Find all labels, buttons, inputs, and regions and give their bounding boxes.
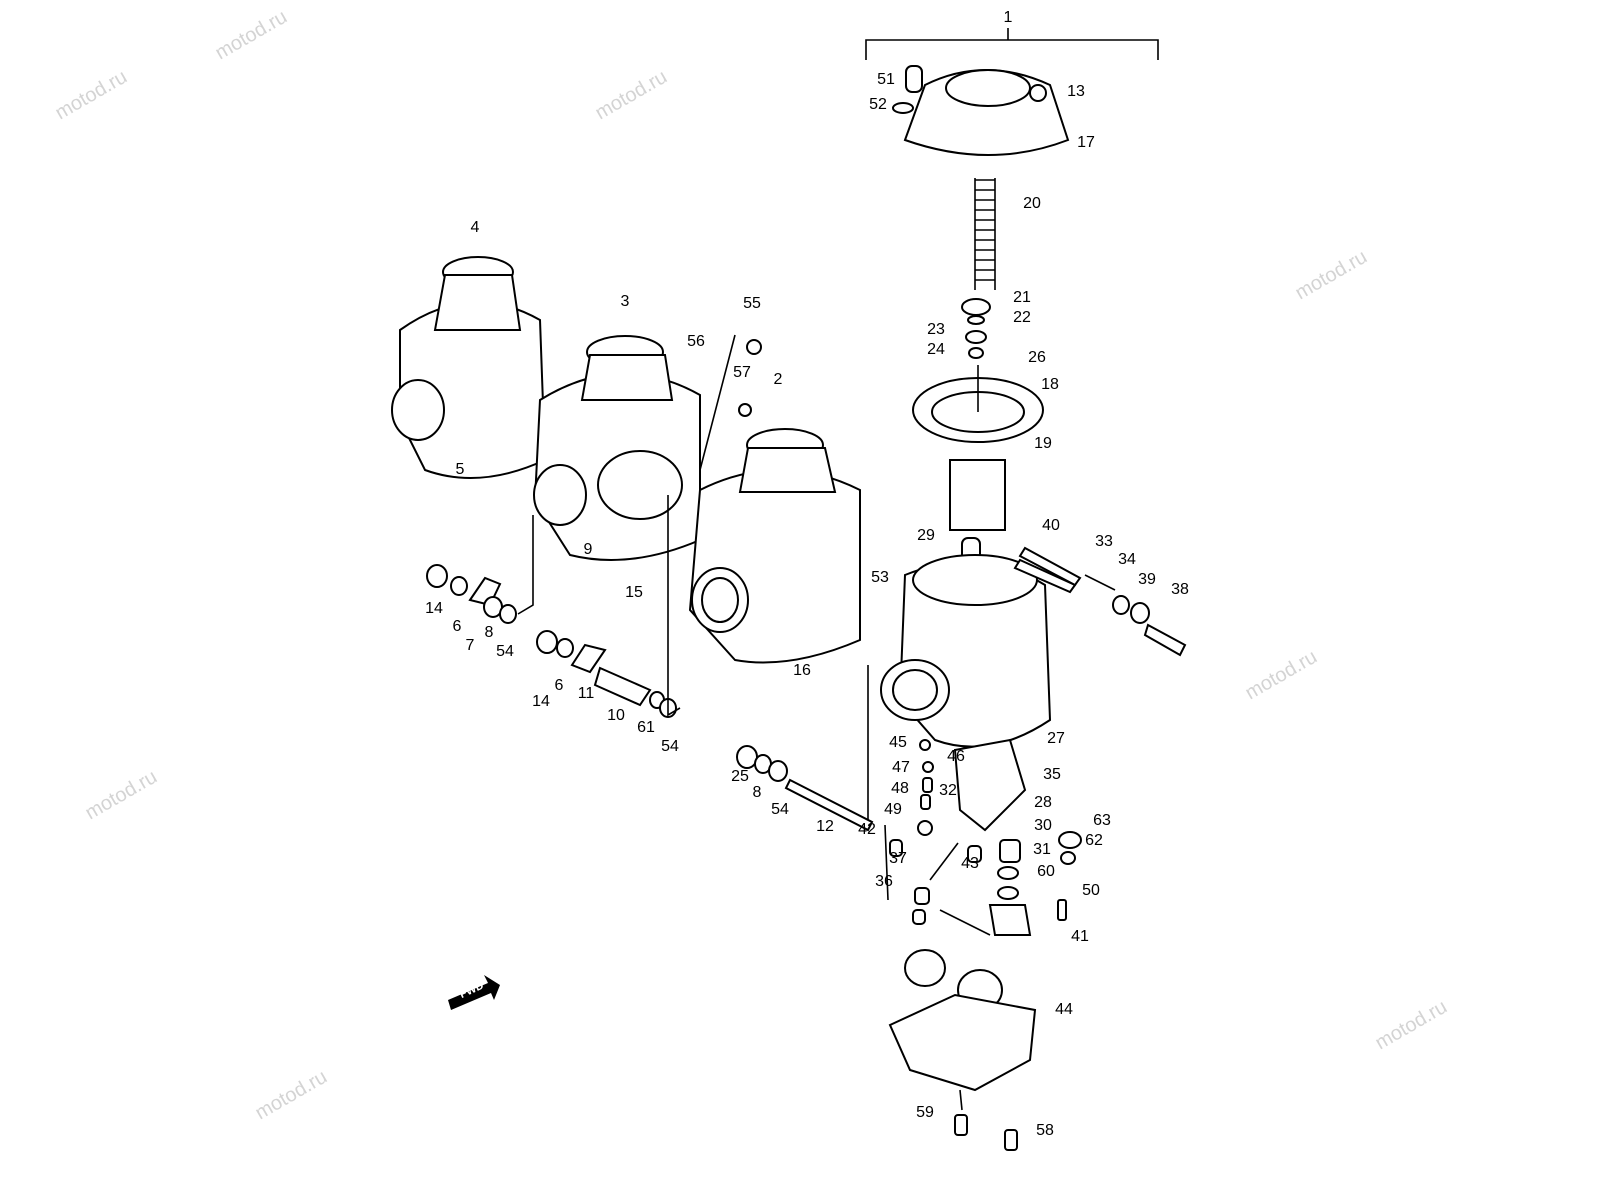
part-callout-37: 37 [889,850,907,867]
part-callout-16: 16 [793,662,811,679]
part-callout-49: 49 [884,801,902,818]
part-callout-57: 57 [733,364,751,381]
part-callout-19: 19 [1034,435,1052,452]
part-callout-2: 2 [774,371,783,388]
part-callout-6: 6 [555,677,564,694]
fwd-arrow-icon: FWD [448,975,500,1010]
part-callout-47: 47 [892,759,910,776]
diaphragm [912,365,1044,531]
watermark-text: motod.ru [52,66,131,125]
carburetor-body [880,554,1077,748]
part-callout-18: 18 [1041,376,1059,393]
part-callout-50: 50 [1082,882,1100,899]
float-bowl [888,738,1082,1151]
part-callout-6: 6 [453,618,462,635]
part-callout-8: 8 [753,784,762,801]
carburetor-3 [533,335,701,561]
part-callout-12: 12 [816,818,834,835]
part-callout-32: 32 [939,782,957,799]
part-callout-33: 33 [1095,533,1113,550]
part-callout-40: 40 [1042,517,1060,534]
part-callout-14: 14 [532,693,550,710]
linkage-parts [426,339,1187,832]
watermark-text: motod.ru [1292,246,1371,305]
part-callout-41: 41 [1071,928,1089,945]
carburetor-4 [391,256,547,479]
part-callout-61: 61 [637,719,655,736]
part-callout-29: 29 [917,527,935,544]
part-callout-1: 1 [1004,9,1013,26]
part-callout-55: 55 [743,295,761,312]
part-callout-7: 7 [466,637,475,654]
top-cap [892,65,1070,156]
watermark-text: motod.ru [82,766,161,825]
part-callout-20: 20 [1023,195,1041,212]
part-callout-63: 63 [1093,812,1111,829]
part-callout-23: 23 [927,321,945,338]
part-callout-54: 54 [496,643,514,660]
part-callout-56: 56 [687,333,705,350]
part-callout-10: 10 [607,707,625,724]
part-callout-31: 31 [1033,841,1051,858]
part-callout-43: 43 [961,855,979,872]
part-callout-38: 38 [1171,581,1189,598]
part-callout-13: 13 [1067,83,1085,100]
part-callout-53: 53 [871,569,889,586]
watermark-text: motod.ru [1372,996,1451,1055]
part-callout-3: 3 [621,293,630,310]
part-callout-11: 11 [578,685,595,702]
part-callout-14: 14 [425,600,443,617]
part-callout-60: 60 [1037,863,1055,880]
alignment-lines [517,334,889,901]
spring [974,178,996,290]
part-callout-21: 21 [1013,289,1031,306]
part-callout-39: 39 [1138,571,1156,588]
part-callout-46: 46 [947,748,965,765]
part-callout-4: 4 [471,219,480,236]
part-callout-44: 44 [1055,1001,1073,1018]
part-callout-36: 36 [875,873,893,890]
assembly-bracket [865,28,1159,60]
part-callout-30: 30 [1034,817,1052,834]
part-callout-59: 59 [916,1104,934,1121]
part-callout-54: 54 [661,738,679,755]
part-callout-48: 48 [891,780,909,797]
part-callout-25: 25 [731,768,749,785]
part-callout-34: 34 [1118,551,1136,568]
part-callout-54: 54 [771,801,789,818]
part-callout-42: 42 [858,821,876,838]
part-callout-45: 45 [889,734,907,751]
watermark-text: motod.ru [212,6,291,65]
part-callout-58: 58 [1036,1122,1054,1139]
carburetor-2 [688,428,861,664]
part-callout-8: 8 [485,624,494,641]
watermark-text: motod.ru [252,1066,331,1125]
part-callout-35: 35 [1043,766,1061,783]
part-callout-28: 28 [1034,794,1052,811]
part-callout-51: 51 [877,71,895,88]
watermark-text: motod.ru [1242,646,1321,705]
part-callout-22: 22 [1013,309,1031,326]
part-callout-27: 27 [1047,730,1065,747]
part-callout-62: 62 [1085,832,1103,849]
part-callout-9: 9 [584,541,593,558]
part-callout-15: 15 [625,584,643,601]
part-callout-5: 5 [456,461,465,478]
watermark-text: motod.ru [592,66,671,125]
part-callout-52: 52 [869,96,887,113]
part-callout-24: 24 [927,341,945,358]
part-callout-26: 26 [1028,349,1046,366]
part-callout-17: 17 [1077,134,1095,151]
